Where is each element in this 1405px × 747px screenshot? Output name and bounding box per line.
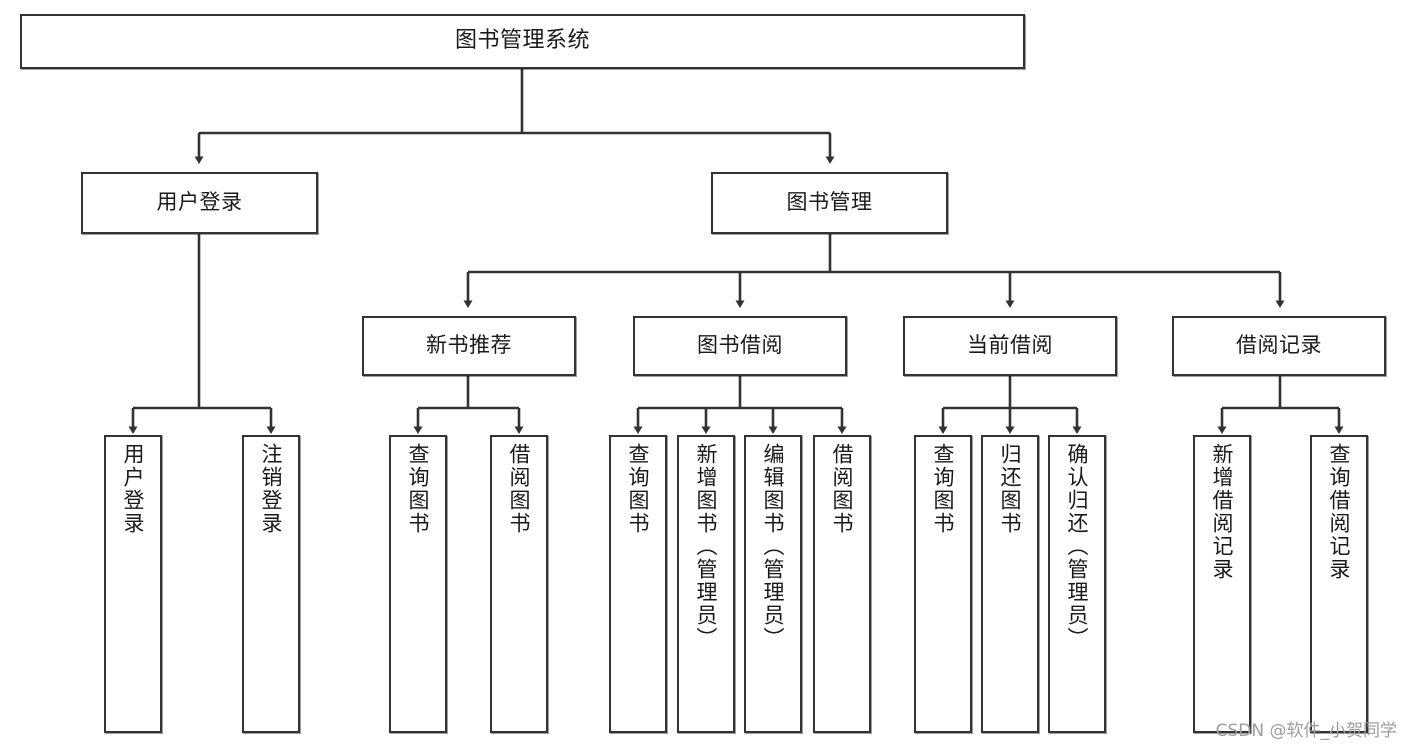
node-book-management[interactable]: 图书管理 (711, 172, 948, 234)
node-label: 用户登录 (156, 190, 243, 215)
csdn-watermark: CSDN @软件_小贺同学 (1215, 721, 1397, 741)
leaf-add-book-admin[interactable]: 新增图书（管理员） (677, 435, 735, 733)
node-current-borrow[interactable]: 当前借阅 (903, 316, 1117, 376)
node-label: 借阅图书 (507, 443, 532, 535)
node-label: 图书借阅 (697, 333, 783, 358)
node-label: 当前借阅 (967, 333, 1053, 358)
node-user-login[interactable]: 用户登录 (81, 172, 318, 234)
node-label: 新书推荐 (426, 333, 512, 358)
leaf-query-book-recommend[interactable]: 查询图书 (389, 435, 447, 733)
node-label: 编辑图书（管理员） (761, 443, 786, 650)
node-label: 查询图书 (626, 443, 651, 535)
leaf-edit-book-admin[interactable]: 编辑图书（管理员） (744, 435, 802, 733)
node-borrow-record[interactable]: 借阅记录 (1172, 316, 1386, 376)
leaf-borrow-book-borrow[interactable]: 借阅图书 (813, 435, 871, 733)
node-label: 确认归还（管理员） (1065, 443, 1090, 650)
leaf-query-book-current[interactable]: 查询图书 (914, 435, 972, 733)
node-label: 查询图书 (406, 443, 431, 535)
node-label: 新增借阅记录 (1210, 443, 1235, 581)
leaf-confirm-return-admin[interactable]: 确认归还（管理员） (1048, 435, 1106, 733)
node-label: 图书管理 (786, 190, 873, 215)
leaf-borrow-book-recommend[interactable]: 借阅图书 (490, 435, 548, 733)
node-label: 用户登录 (121, 443, 146, 535)
leaf-add-borrow-record[interactable]: 新增借阅记录 (1193, 435, 1251, 733)
node-root-book-management-system[interactable]: 图书管理系统 (20, 14, 1025, 69)
leaf-query-borrow-record[interactable]: 查询借阅记录 (1310, 435, 1368, 733)
node-label: 新增图书（管理员） (694, 443, 719, 650)
node-label: 图书管理系统 (454, 28, 590, 54)
node-label: 注销登录 (259, 443, 284, 535)
leaf-user-login[interactable]: 用户登录 (104, 435, 162, 733)
node-label: 查询图书 (931, 443, 956, 535)
node-label: 借阅记录 (1236, 333, 1322, 358)
leaf-query-book-borrow[interactable]: 查询图书 (609, 435, 667, 733)
node-book-borrow[interactable]: 图书借阅 (633, 316, 847, 376)
node-new-book-recommend[interactable]: 新书推荐 (362, 316, 576, 376)
node-label: 借阅图书 (830, 443, 855, 535)
node-label: 归还图书 (998, 443, 1023, 535)
leaf-logout-login[interactable]: 注销登录 (242, 435, 300, 733)
leaf-return-book[interactable]: 归还图书 (981, 435, 1039, 733)
node-label: 查询借阅记录 (1327, 443, 1352, 581)
